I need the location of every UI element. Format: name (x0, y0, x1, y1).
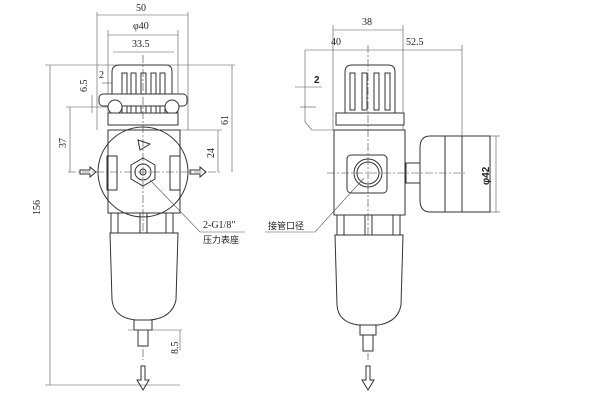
dim-50: 50 (136, 3, 146, 14)
callout-leader-right (265, 177, 365, 233)
dim-phi40: φ40 (133, 21, 149, 32)
dim-52-5: 52.5 (406, 37, 424, 48)
pressure-gauge (419, 135, 491, 213)
dim-2-right: 2 (314, 75, 320, 86)
dim-phi42: φ42 (481, 166, 492, 185)
regulator-knob-side (344, 64, 396, 116)
left-view: 50 φ40 33.5 156 61 24 37 6.5 2 (32, 3, 245, 391)
dim-2-left: 2 (99, 70, 104, 81)
bracket-outline (304, 50, 335, 131)
filter-bowl (109, 232, 179, 321)
dim-38: 38 (362, 17, 372, 28)
dim-6-5: 6.5 (79, 80, 90, 93)
dim-24: 24 (206, 148, 217, 158)
filter-bowl-side (334, 234, 404, 326)
callout-thread: 2-G1/8" (203, 220, 235, 231)
callout-gauge-seat: 压力表座 (203, 234, 239, 246)
right-view: 38 40 52.5 2 φ42 接管口径 (265, 17, 500, 391)
drain-valve-side (362, 334, 374, 352)
drain-arrow-icon (136, 365, 150, 391)
dim-40: 40 (331, 37, 341, 48)
dim-37: 37 (58, 138, 69, 148)
dim-8-5: 8.5 (170, 342, 181, 355)
outlet-arrow-icon (189, 165, 207, 179)
filter-body-side (333, 129, 406, 216)
dim-33-5: 33.5 (132, 39, 150, 50)
flow-direction-icon (137, 139, 152, 151)
drain-valve (137, 329, 149, 347)
dim-156: 156 (32, 200, 43, 215)
inlet-arrow-icon (79, 165, 97, 179)
dim-61: 61 (220, 115, 231, 125)
callout-leader (149, 179, 245, 233)
drain-arrow-icon-right (361, 365, 375, 391)
callout-pipe-diameter: 接管口径 (268, 220, 304, 232)
